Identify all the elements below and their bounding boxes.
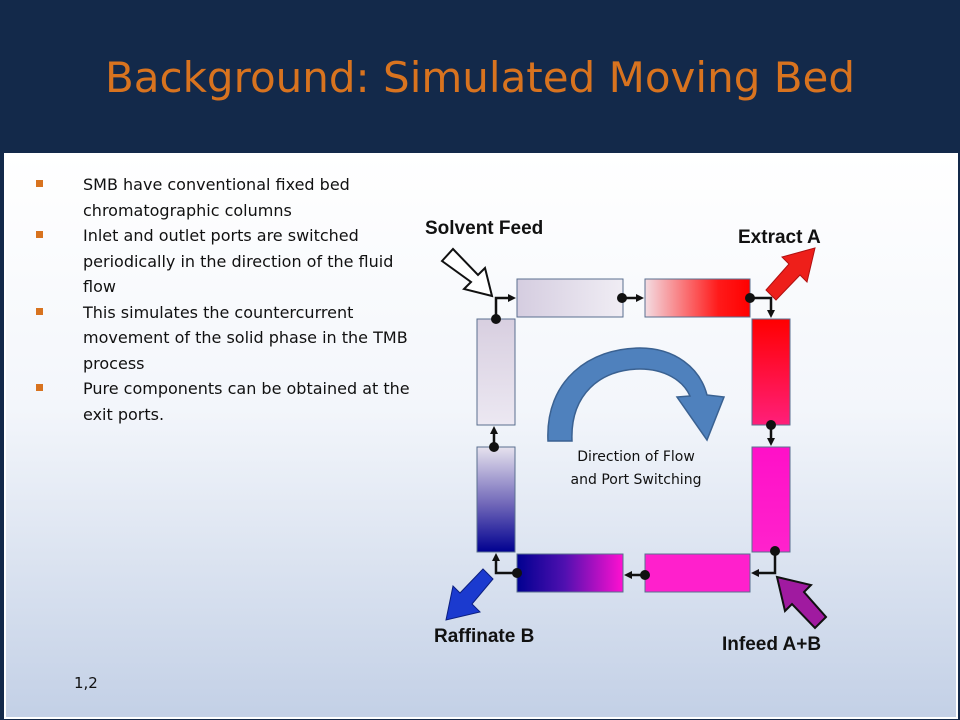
column-top-left (516, 278, 624, 318)
column-bottom-left (516, 553, 624, 593)
raffinate-label: Raffinate B (434, 626, 534, 647)
connector-bottom-right-corner (751, 552, 777, 577)
connector-top-right-corner (750, 296, 775, 318)
solvent-feed-label: Solvent Feed (425, 218, 543, 239)
bullet-text: This simulates the countercurrent moveme… (83, 302, 408, 373)
bullet-item: SMB have conventional fixed bed chromato… (28, 172, 418, 223)
bullet-square-icon (36, 384, 43, 391)
port-dot (512, 568, 522, 578)
infeed-label: Infeed A+B (722, 634, 821, 655)
bullet-item: Pure components can be obtained at the e… (28, 376, 418, 427)
bullet-square-icon (36, 307, 43, 315)
flow-direction-arrow-icon (547, 347, 726, 442)
bullet-item: Inlet and outlet ports are switched peri… (28, 223, 418, 300)
solvent-feed-arrow-icon (440, 247, 494, 298)
bullet-text: SMB have conventional fixed bed chromato… (83, 175, 350, 220)
flow-caption-line1: Direction of Flow (577, 449, 695, 465)
bullet-square-icon (36, 231, 43, 238)
port-dot (491, 314, 501, 324)
port-dot (770, 546, 780, 556)
column-left-bottom (476, 446, 516, 553)
port-dot (617, 293, 627, 303)
column-right-top (751, 318, 791, 426)
bullet-item: This simulates the countercurrent moveme… (28, 300, 418, 377)
bullet-text: Inlet and outlet ports are switched peri… (83, 226, 394, 296)
bullet-list: SMB have conventional fixed bed chromato… (28, 172, 418, 427)
port-dot (640, 570, 650, 580)
extract-label: Extract A (738, 227, 821, 248)
flow-caption-line2: and Port Switching (571, 472, 702, 488)
column-top-right (644, 278, 751, 318)
connector-top-left-corner (494, 294, 516, 316)
bullet-text: Pure components can be obtained at the e… (83, 379, 410, 424)
connector-bottom-left-corner (492, 553, 517, 575)
bullet-square-icon (36, 180, 43, 187)
port-dot (745, 293, 755, 303)
content-panel (4, 153, 958, 719)
port-dot (489, 442, 499, 452)
title-bar (0, 0, 960, 152)
infeed-arrow-icon (775, 575, 828, 630)
column-bottom-right (644, 553, 751, 593)
column-right-bottom (751, 446, 791, 553)
slide-title: Background: Simulated Moving Bed (104, 53, 856, 102)
raffinate-arrow-icon (445, 568, 494, 621)
column-left-top (476, 318, 516, 426)
footnote: 1,2 (74, 674, 98, 692)
port-dot (766, 420, 776, 430)
extract-arrow-icon (765, 247, 816, 301)
